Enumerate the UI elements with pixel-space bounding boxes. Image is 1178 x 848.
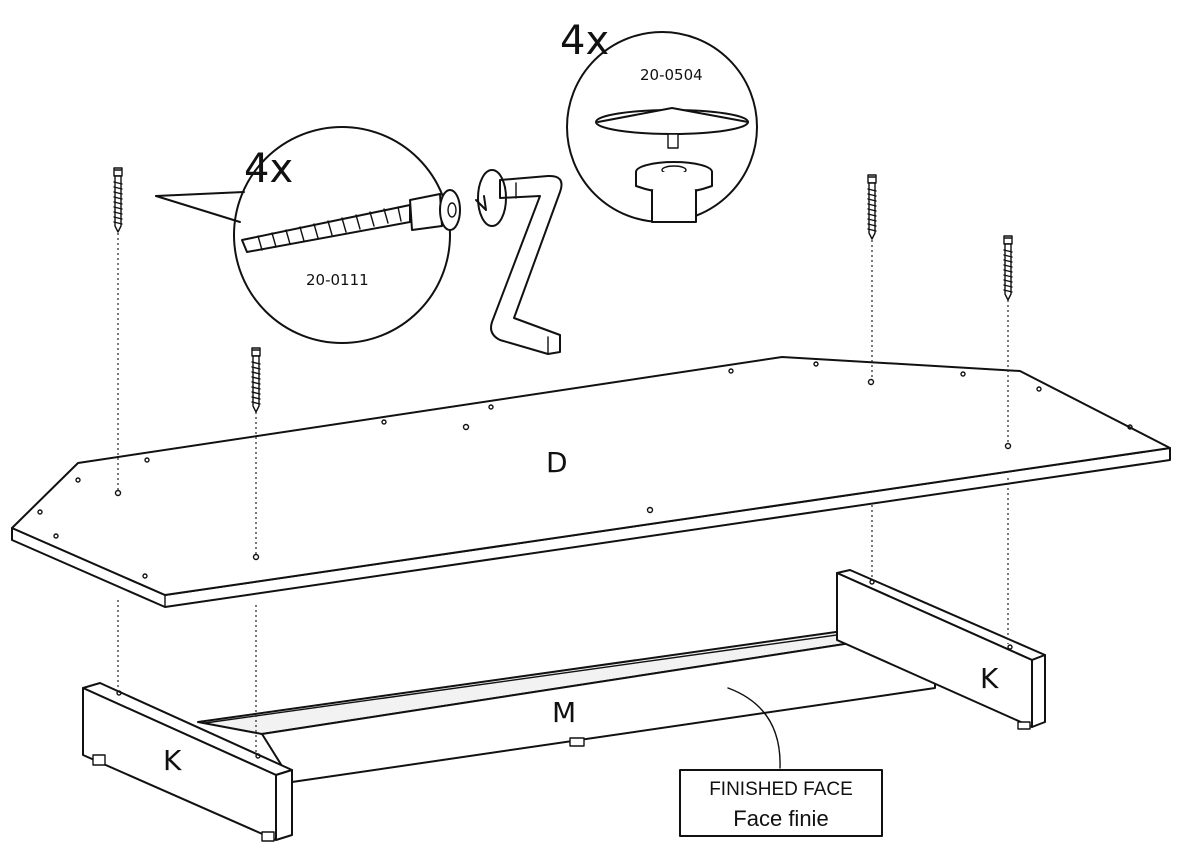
bolt-right-front [1003, 235, 1013, 301]
bolt-left-back [113, 167, 123, 233]
left-leg-k [82, 682, 293, 842]
allen-key-icon [490, 174, 563, 355]
rotation-arrow-icon [475, 169, 507, 227]
screw-part-code: 20-0111 [306, 271, 369, 289]
screw-quantity: 4x [244, 146, 293, 192]
alignment-lines [117, 233, 1009, 753]
label-part-d: D [546, 446, 568, 479]
back-rail-m [197, 617, 936, 783]
bolt-right-back [867, 174, 877, 240]
screw-callout [155, 126, 507, 344]
cap-quantity: 4x [560, 18, 609, 64]
finished-face-callout [679, 687, 883, 837]
cover-cap-icon [595, 107, 749, 223]
finished-face-label-en: FINISHED FACE [709, 779, 853, 800]
label-part-k-right: K [980, 662, 999, 695]
label-part-k-left: K [163, 744, 182, 777]
cap-part-code: 20-0504 [640, 66, 703, 84]
label-part-m: M [552, 696, 576, 729]
connector-screw-icon [241, 189, 461, 253]
cap-callout [566, 31, 758, 223]
right-leg-k [836, 569, 1046, 730]
bolt-left-front [251, 347, 261, 413]
finished-face-label-fr: Face finie [733, 806, 828, 831]
top-panel-d [11, 356, 1171, 608]
